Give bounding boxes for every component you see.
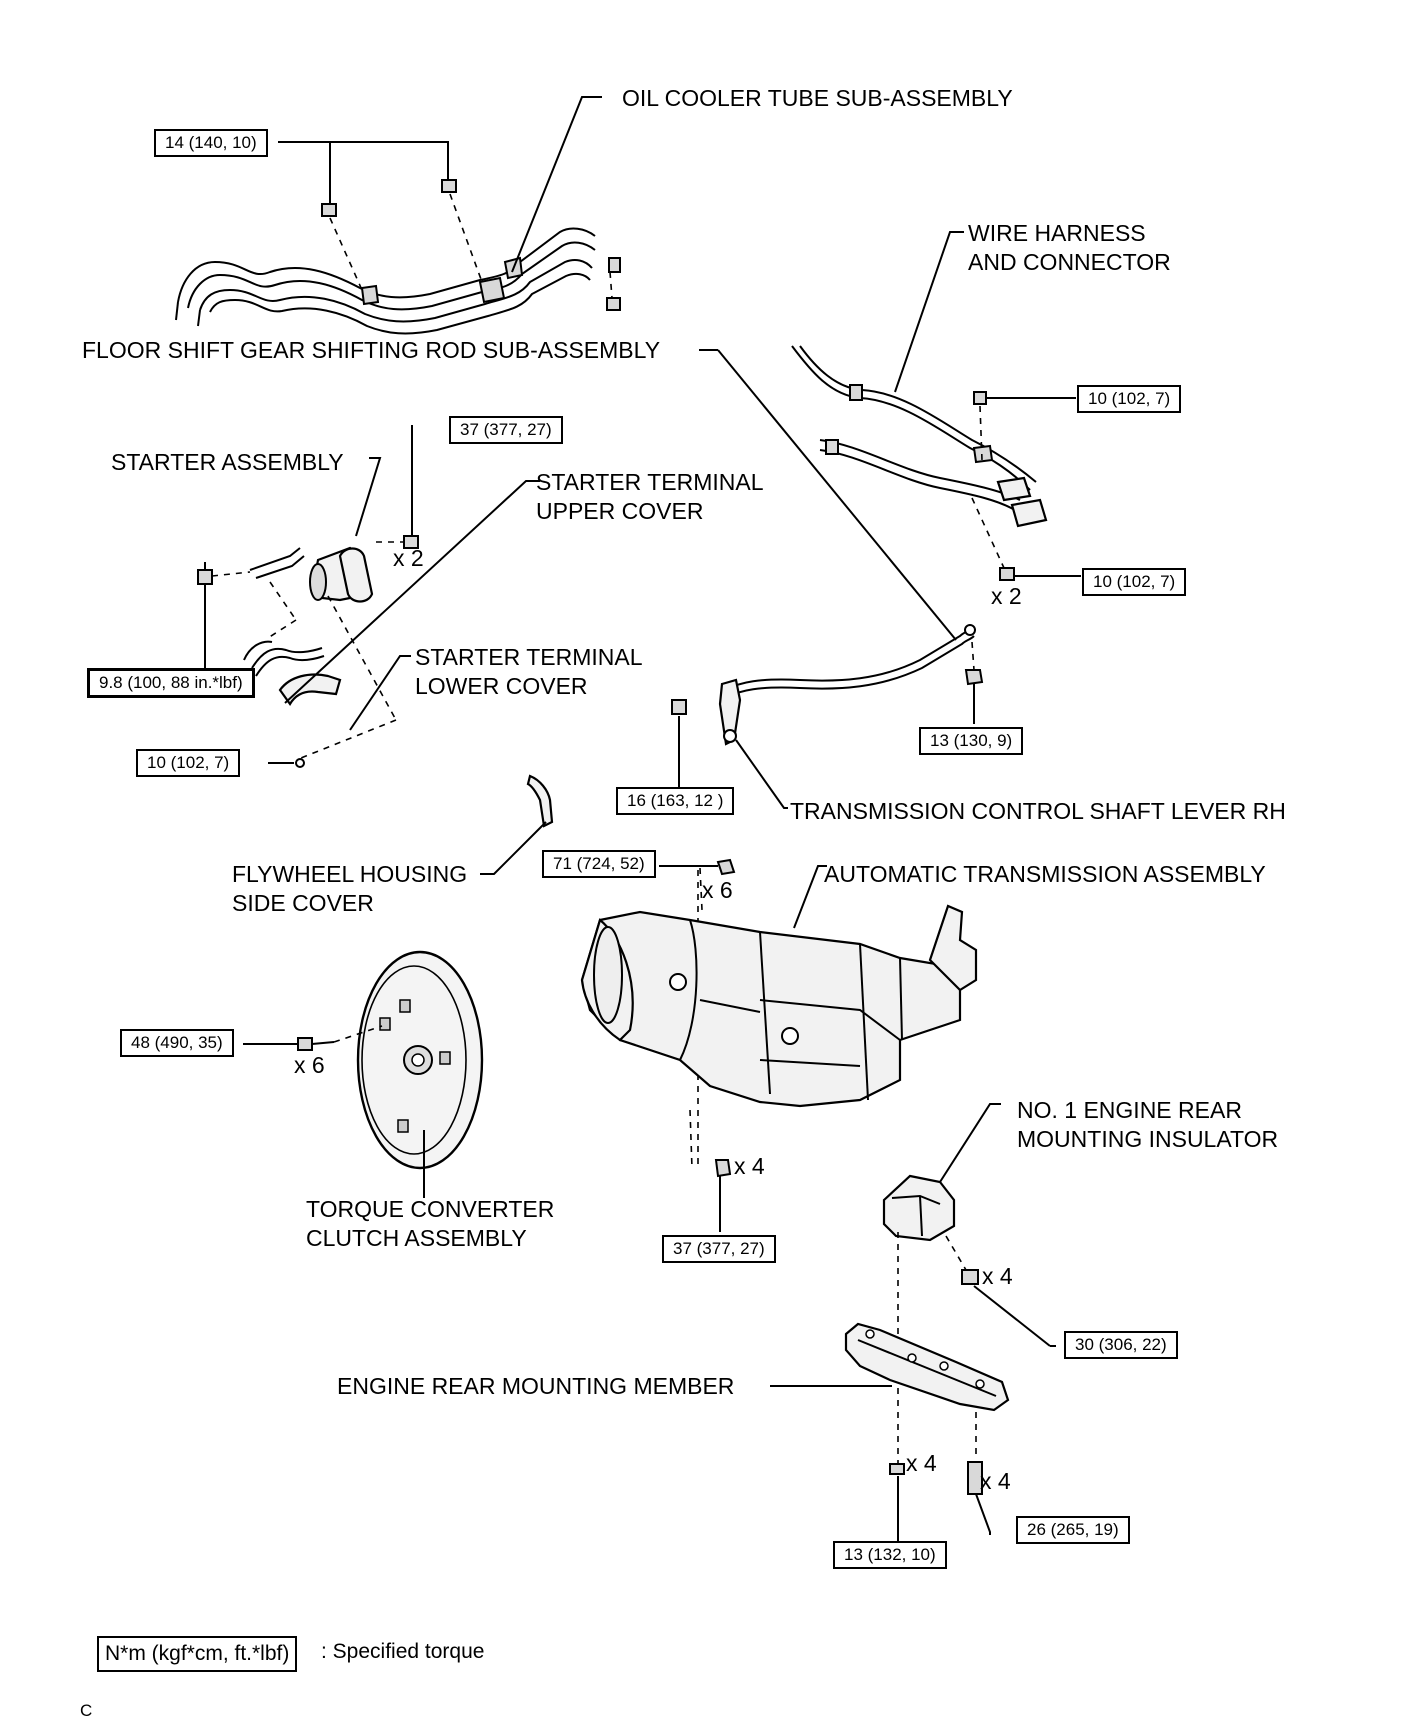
label-rear-insulator-line1: NO. 1 ENGINE REAR xyxy=(1017,1097,1242,1123)
torque-shift-rod-nut: 13 (130, 9) xyxy=(919,727,1024,755)
wire-harness-drawing xyxy=(791,345,1048,581)
torque-converter-drawing xyxy=(356,950,484,1170)
legend-description: : Specified torque xyxy=(321,1640,485,1663)
count-member-bolts: x 4 xyxy=(980,1468,1011,1494)
torque-trans-upper-bolts: 71 (724, 52) xyxy=(542,850,656,878)
torque-starter-cover-nut: 10 (102, 7) xyxy=(136,749,241,777)
count-member-nuts: x 4 xyxy=(906,1450,937,1476)
label-automatic-transmission: AUTOMATIC TRANSMISSION ASSEMBLY xyxy=(824,861,1266,887)
footer-code: C xyxy=(80,1701,93,1720)
oil-cooler-tube-drawing xyxy=(175,179,621,335)
label-flywheel-cover-line1: FLYWHEEL HOUSING xyxy=(232,861,468,887)
count-trans-lower-bolts: x 4 xyxy=(734,1153,765,1179)
rear-member-drawing xyxy=(844,1322,1010,1412)
torque-harness-lower: 10 (102, 7) xyxy=(1082,568,1187,596)
rear-insulator-drawing xyxy=(882,1174,979,1285)
torque-member-nuts: 13 (132, 10) xyxy=(833,1541,947,1569)
label-rear-mounting-member: ENGINE REAR MOUNTING MEMBER xyxy=(337,1373,735,1399)
torque-harness-upper: 10 (102, 7) xyxy=(1077,385,1182,413)
label-flywheel-cover-line2: SIDE COVER xyxy=(232,890,374,916)
starter-drawing xyxy=(243,546,374,707)
count-starter-bolts: x 2 xyxy=(393,545,424,571)
label-rear-insulator-line2: MOUNTING INSULATOR xyxy=(1017,1126,1279,1152)
label-oil-cooler-tube: OIL COOLER TUBE SUB-ASSEMBLY xyxy=(622,85,1013,111)
label-starter-lower-cover-line1: STARTER TERMINAL xyxy=(415,644,643,670)
label-floor-shift-rod: FLOOR SHIFT GEAR SHIFTING ROD SUB-ASSEMB… xyxy=(82,337,661,363)
torque-starter-nut: 9.8 (100, 88 in.*lbf) xyxy=(87,668,255,698)
torque-insulator-bolts: 30 (306, 22) xyxy=(1064,1331,1178,1359)
count-trans-upper-bolts: x 6 xyxy=(702,877,733,903)
label-torque-converter-line1: TORQUE CONVERTER xyxy=(306,1196,555,1222)
label-starter-upper-cover-line2: UPPER COVER xyxy=(536,498,704,524)
legend-unit-box: N*m (kgf*cm, ft.*lbf) xyxy=(97,1636,298,1672)
transmission-drawing xyxy=(580,904,978,1178)
label-wire-harness-line2: AND CONNECTOR xyxy=(968,249,1171,275)
label-starter-upper-cover-line1: STARTER TERMINAL xyxy=(536,469,764,495)
torque-control-lever-nut: 16 (163, 12 ) xyxy=(616,787,735,815)
torque-member-bolts: 26 (265, 19) xyxy=(1016,1516,1130,1544)
torque-starter-bolts: 37 (377, 27) xyxy=(449,416,563,444)
label-starter-assembly: STARTER ASSEMBLY xyxy=(111,449,344,475)
torque-trans-lower-bolts: 37 (377, 27) xyxy=(662,1235,776,1263)
count-converter-bolts: x 6 xyxy=(294,1052,325,1078)
count-insulator-bolts: x 4 xyxy=(982,1263,1013,1289)
label-trans-control-lever: TRANSMISSION CONTROL SHAFT LEVER RH xyxy=(790,798,1286,824)
torque-oil-cooler-bolts: 14 (140, 10) xyxy=(154,129,268,157)
shift-rod-drawing xyxy=(671,624,984,746)
label-wire-harness-line1: WIRE HARNESS xyxy=(968,220,1146,246)
label-starter-lower-cover-line2: LOWER COVER xyxy=(415,673,588,699)
torque-converter-bolts: 48 (490, 35) xyxy=(120,1029,234,1057)
count-harness-bolts: x 2 xyxy=(991,583,1022,609)
label-torque-converter-line2: CLUTCH ASSEMBLY xyxy=(306,1225,527,1251)
